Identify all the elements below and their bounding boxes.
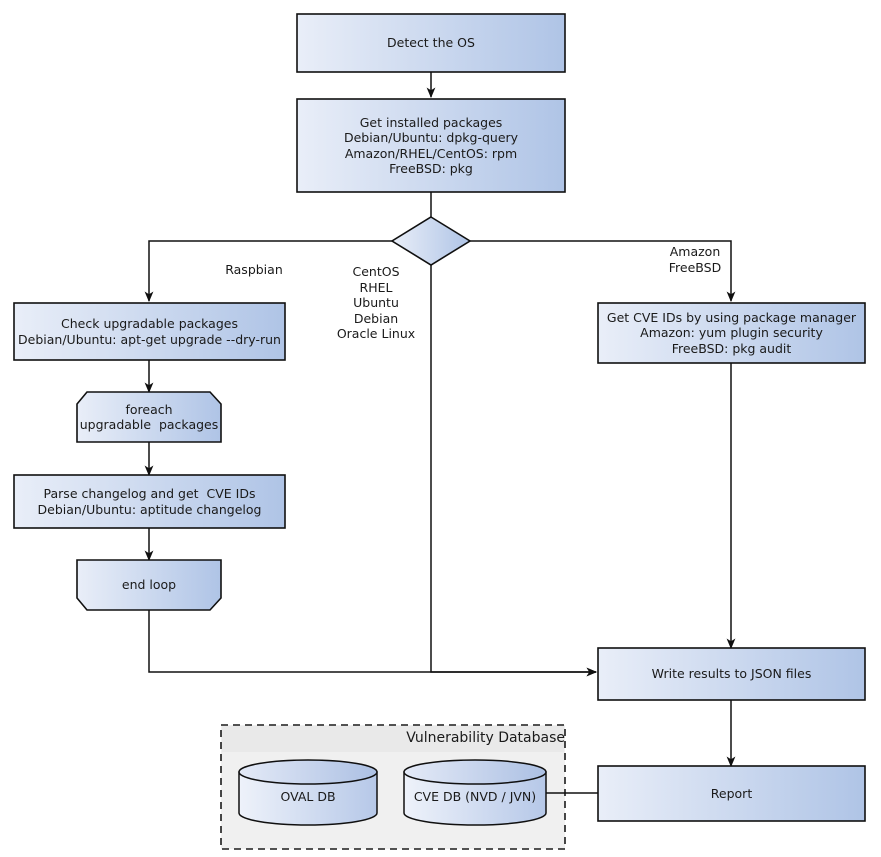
vulnerability-database-group-titlebar: [222, 726, 564, 752]
node-foreach-loop: [76, 391, 222, 443]
node-write-json: [597, 647, 866, 701]
node-detect-os: [296, 13, 566, 73]
edge-endloop-to-write-json: [148, 610, 598, 677]
edge-decision-to-get-cve-ids: [470, 240, 736, 303]
node-parse-changelog: [13, 474, 286, 529]
edge-label-raspbian: Raspbian: [225, 262, 283, 277]
edge-decision-to-check-upgradable: [144, 240, 392, 303]
edge-label-middle-os: CentOS RHEL Ubuntu Debian Oracle Linux: [336, 264, 416, 341]
node-cve-db: [403, 759, 547, 826]
node-get-installed-packages: [296, 98, 566, 193]
edge-decision-center-to-write-json: [430, 265, 598, 677]
vulnerability-database-group-title: Vulnerability Database: [406, 730, 565, 746]
node-get-cve-ids: [597, 302, 866, 364]
node-report: [597, 765, 866, 822]
edge-label-amazon-freebsd: Amazon FreeBSD: [668, 244, 722, 275]
node-check-upgradable: [13, 302, 286, 361]
node-os-decision: [390, 216, 472, 266]
node-end-loop: [76, 559, 222, 611]
node-oval-db: [238, 759, 378, 826]
